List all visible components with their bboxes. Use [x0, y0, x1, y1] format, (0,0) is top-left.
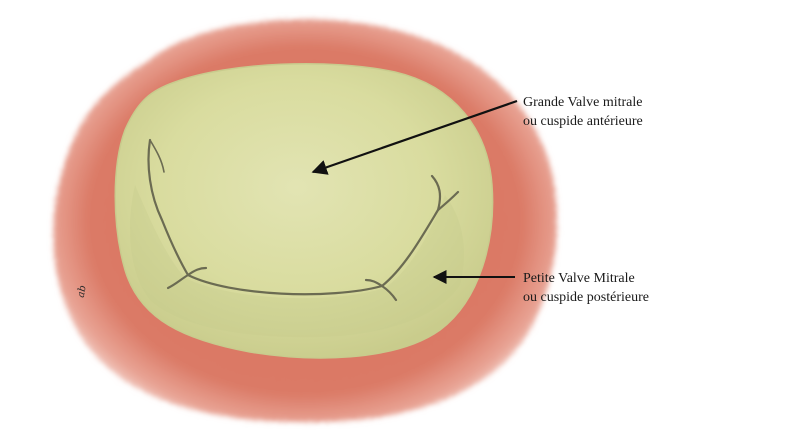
- label-posterior-line2: ou cuspide postérieure: [523, 290, 649, 305]
- label-anterior-line1: Grande Valve mitrale: [523, 95, 643, 110]
- label-posterior-line1: Petite Valve Mitrale: [523, 271, 635, 286]
- label-anterior-line2: ou cuspide antérieure: [523, 114, 643, 129]
- commissure-right: [364, 190, 460, 302]
- posterior-leaflet-shading: [130, 185, 465, 338]
- commissure-left: [166, 266, 208, 290]
- arrow-anterior: [311, 99, 518, 175]
- artist-signature: ab: [75, 284, 89, 299]
- label-anterior-leaflet: Grande Valve mitrale ou cuspide antérieu…: [523, 93, 643, 131]
- label-posterior-leaflet: Petite Valve Mitrale ou cuspide postérie…: [523, 269, 649, 307]
- left-crease: [149, 139, 165, 173]
